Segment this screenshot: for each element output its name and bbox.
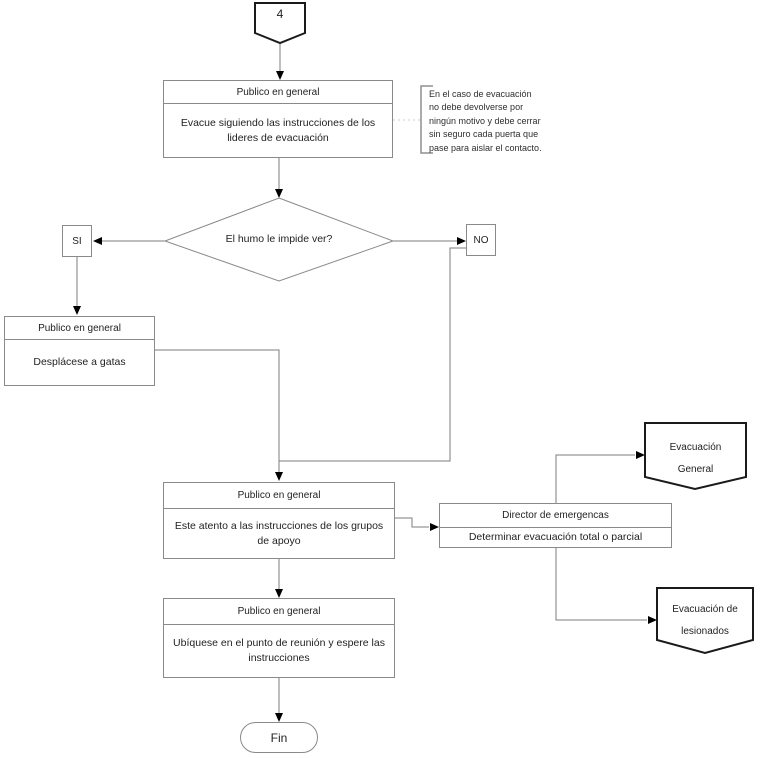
arrowheads	[73, 71, 657, 722]
node-ubiquese-header: Publico en general	[164, 599, 394, 625]
node-este-atento: Publico en general Este atento a las ins…	[163, 482, 395, 559]
arrowhead-right-into-evac-lesionados	[648, 616, 657, 624]
evacuacion-lesionados-line: lesionados	[681, 626, 729, 637]
edge-desplacese-to-este-atento	[155, 349, 280, 472]
node-este-atento-header: Publico en general	[164, 483, 394, 509]
evacuacion-lesionados-shape	[656, 587, 754, 655]
note-line: sin seguro cada puerta que	[429, 129, 539, 140]
arrowhead-right-into-no	[457, 237, 466, 245]
node-director: Director de emergencas Determinar evacua…	[439, 503, 672, 548]
evacuacion-lesionados-line: Evacuación de	[672, 604, 738, 615]
arrowhead-left-into-si	[93, 237, 102, 245]
arrowhead-down-into-evacue	[276, 71, 284, 80]
edge-este-atento-to-director	[395, 517, 429, 528]
evacuacion-general-line: Evacuación	[669, 442, 722, 453]
node-evacue: Publico en general Evacue siguiendo las …	[163, 80, 393, 158]
node-desplacese-header: Publico en general	[5, 317, 154, 340]
arrowhead-right-into-evac-general	[636, 451, 645, 459]
note-line: ningún motivo y debe cerrar	[429, 115, 541, 126]
edge-director-to-evac-lesionados	[555, 548, 647, 621]
offpage-connector-4-label: 4	[276, 7, 284, 21]
node-no: NO	[466, 224, 496, 256]
evacuacion-general-label: Evacuación General	[645, 437, 746, 481]
node-ubiquese: Publico en general Ubíquese en el punto …	[163, 598, 395, 678]
arrowhead-right-into-director	[430, 523, 439, 531]
edge-director-to-evac-general	[555, 454, 635, 503]
node-desplacese-body: Desplácese a gatas	[33, 356, 126, 368]
edge-no-to-este-atento	[279, 247, 466, 462]
node-evacue-header: Publico en general	[164, 81, 392, 104]
arrowhead-down-into-ubiquese	[275, 589, 283, 598]
note-line: no debe devolverse por	[429, 102, 524, 113]
arrowhead-down-into-desplacese	[73, 306, 81, 315]
arrowhead-down-into-este-atento	[275, 472, 283, 481]
node-si: SI	[62, 225, 92, 257]
note-bracket	[420, 85, 433, 154]
node-evacue-body: Evacue siguiendo las instrucciones de lo…	[180, 116, 376, 144]
evacuacion-general-line: General	[677, 464, 714, 475]
arrowhead-down-into-fin	[275, 713, 283, 722]
note-line: pase para aislar el contacto.	[429, 142, 542, 153]
node-desplacese: Publico en general Desplácese a gatas	[4, 316, 155, 386]
decision-diamond-shape	[163, 197, 395, 282]
offpage-connector-4-shape	[254, 2, 306, 45]
node-director-header: Director de emergencas	[440, 504, 671, 528]
note: En el caso de evacuación no debe devolve…	[429, 88, 542, 155]
evacuacion-general-shape	[644, 422, 747, 491]
note-line: En el caso de evacuación	[429, 89, 532, 99]
edges	[76, 43, 647, 713]
node-este-atento-body: Este atento a las instrucciones de los g…	[174, 519, 384, 547]
evacuacion-lesionados-label: Evacuación de lesionados	[657, 599, 753, 643]
decision-label: El humo le impide ver?	[225, 233, 333, 245]
node-fin: Fin	[240, 722, 318, 753]
arrowhead-down-into-decision	[275, 189, 283, 198]
node-director-body: Determinar evacuación total o parcial	[468, 531, 643, 543]
node-ubiquese-body: Ubíquese en el punto de reunión y espere…	[173, 637, 385, 664]
